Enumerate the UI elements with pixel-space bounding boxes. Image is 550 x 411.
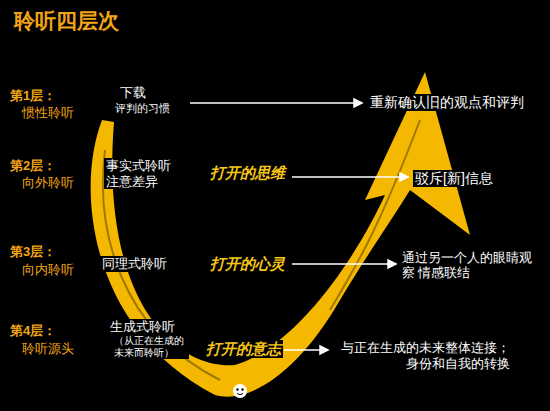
title: 聆听四层次 <box>14 8 119 33</box>
level-number: 第2层： <box>8 158 58 174</box>
face-icon <box>233 384 247 398</box>
outcome-text: 与正在生成的未来整体连接； 身份和自我的转换 <box>334 340 512 371</box>
listening-mode: 事实式聆听 注意差异 <box>104 158 178 189</box>
level-name: 向内聆听 <box>20 262 76 278</box>
face-eye <box>241 388 243 390</box>
face-mouth <box>237 394 243 395</box>
level-number: 第4层： <box>8 323 58 339</box>
face-circle <box>233 384 247 398</box>
pointer-line <box>292 263 390 265</box>
pointer-line <box>292 176 402 178</box>
pointer-line <box>284 349 322 351</box>
opening-text: 打开的思维 <box>208 164 287 182</box>
listening-note: （从正在生成的未来而聆听） <box>112 335 189 359</box>
pointer-head <box>400 173 408 181</box>
level-number: 第3层： <box>8 244 58 260</box>
outcome-text: 驳斥[新]信息 <box>413 170 495 187</box>
pointer-head <box>320 346 328 354</box>
pointer-head <box>388 260 396 268</box>
listening-mode: 下载 <box>118 85 148 101</box>
pointer-line <box>190 102 356 104</box>
outcome-text: 通过另一个人的眼睛观察 情感联结 <box>400 251 547 281</box>
level-name: 惯性聆听 <box>20 105 76 121</box>
outcome-text: 重新确认旧的观点和评判 <box>368 94 526 111</box>
listening-mode: 生成式聆听 <box>108 319 177 335</box>
listening-mode: 同理式聆听 <box>100 256 169 272</box>
listening-note: 评判的习惯 <box>113 102 172 115</box>
opening-text: 打开的心灵 <box>208 255 287 273</box>
face-eye <box>236 388 238 390</box>
level-name: 聆听源头 <box>20 341 76 357</box>
pointer-arrows <box>190 99 408 354</box>
opening-text: 打开的意志 <box>204 340 283 358</box>
pointer-head <box>354 99 362 107</box>
level-name: 向外聆听 <box>20 175 76 191</box>
level-number: 第1层： <box>8 88 58 104</box>
